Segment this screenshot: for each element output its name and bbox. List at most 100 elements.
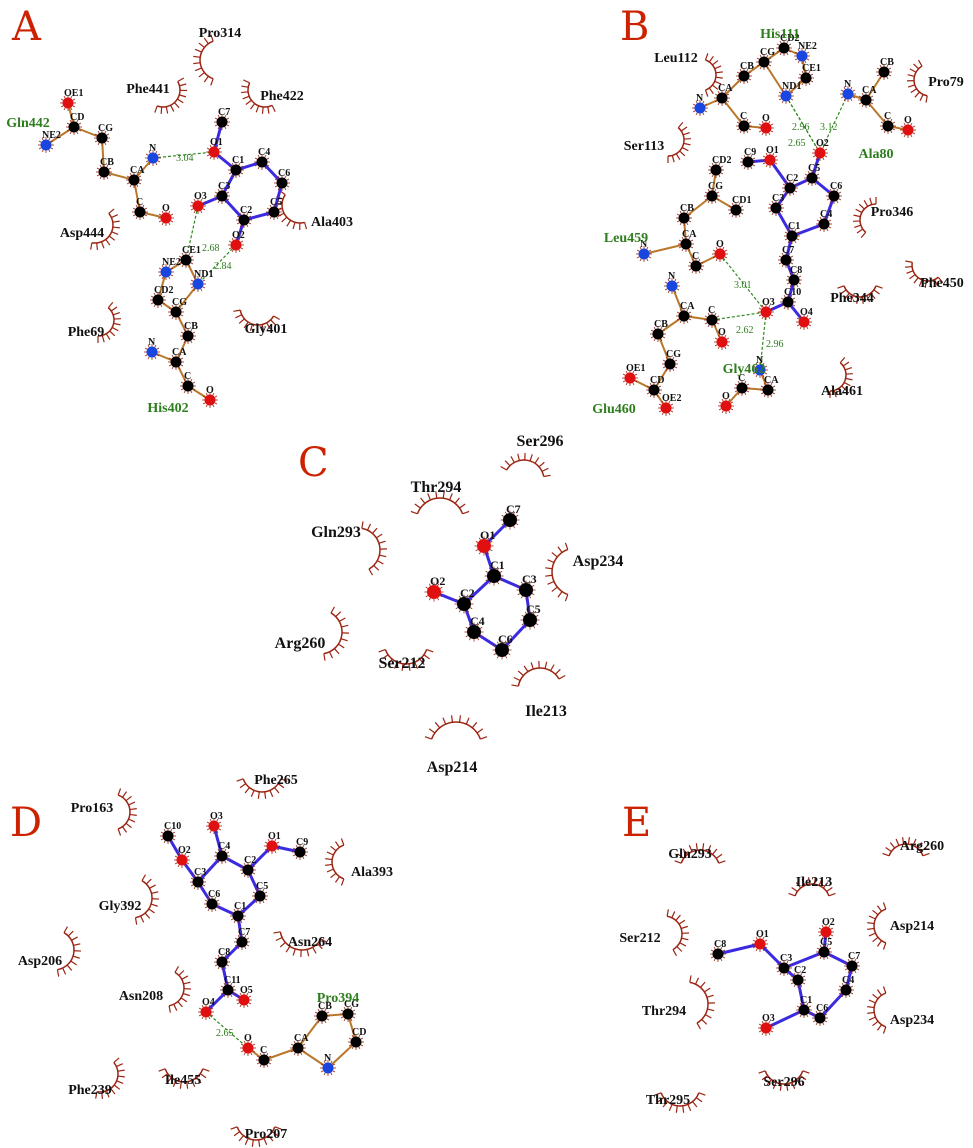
atom-halo [632,370,635,374]
contact-spoke [934,279,939,287]
atom-halo [714,188,717,192]
atom-label: O2 [822,917,835,928]
contact-spoke [861,296,864,304]
residue-bond [327,1041,357,1069]
atom-halo [812,155,816,158]
atom-halo [163,840,166,844]
atom-halo [437,583,440,587]
atom-halo [785,180,788,184]
atom-halo [168,276,171,280]
atom-halo [97,130,100,134]
atom-halo [250,874,253,878]
atom-halo [816,954,820,957]
contact-spoke [845,377,853,381]
atom-halo [244,934,247,938]
atom-halo [715,258,718,262]
atom-halo [718,408,722,411]
atom-halo [184,852,187,856]
atom-halo [622,373,626,376]
atom-halo [99,176,102,180]
atom-sphere [208,146,220,158]
atom-halo [761,120,764,124]
atom-halo [217,200,220,204]
atom-halo [670,410,674,413]
atom-halo [302,1050,306,1053]
atom-halo [60,105,64,108]
atom-halo [787,240,790,244]
atom-halo [144,207,148,210]
atom-halo [255,888,258,892]
atom-halo [200,874,203,878]
contact-spoke [145,878,152,885]
atom-halo [183,390,186,394]
atom-halo [778,98,782,101]
atom-halo [646,246,649,250]
atom-halo [653,326,656,330]
atom-halo [274,185,278,188]
atom-halo [254,157,258,160]
atom-halo [340,1016,344,1019]
atom-label: CD1 [732,195,751,206]
contact-spoke [544,661,548,669]
atom-halo [750,166,753,170]
contact-spoke [715,853,723,859]
atom-halo [778,262,782,265]
atom-c: C [880,111,896,134]
atom-halo [774,162,778,165]
atom-halo [815,1022,818,1026]
atom-halo [274,850,277,854]
atom-halo [816,226,820,229]
atom-halo [78,122,82,125]
atom-sphere [882,120,894,132]
contact-spoke [376,533,383,539]
atom-halo [662,336,666,339]
atom-halo [69,119,72,123]
contact-spoke [680,126,688,132]
atom-halo [278,214,282,217]
atom-halo [243,1052,246,1056]
atom-halo [656,382,659,386]
atom-sphere [236,936,248,948]
contact-spoke [233,309,241,312]
atom-sphere [842,88,854,100]
atom-halo [883,130,886,134]
contact-spoke [194,67,202,72]
contact-spoke [73,943,81,946]
atom-halo [808,1005,812,1008]
atom-label: ND1 [782,81,801,92]
atom-halo [752,939,756,942]
contact-spoke [551,552,558,558]
contact-spoke [564,594,569,602]
atom-halo [717,102,720,106]
atom-c: CA [676,301,695,324]
atom-halo [186,862,190,865]
atom-halo [714,312,717,316]
atom-halo [156,354,160,357]
atom-halo [302,1043,306,1046]
atom-halo [458,609,461,613]
atom-halo [193,874,196,878]
contact-spoke [902,837,905,845]
atom-o: O3 [206,811,223,834]
atom-halo [180,364,184,367]
contact-spoke [372,527,378,534]
contact-label: Ser296 [516,433,563,450]
atom-halo [202,279,206,282]
atom-halo [746,80,749,84]
atom-halo [206,154,210,157]
contact-spoke [458,715,462,723]
atom-o: O [758,113,774,136]
atom-halo [752,946,756,949]
atom-label: C5 [256,881,268,892]
atom-label: C3 [522,572,537,586]
atom-c: C6 [812,1003,828,1026]
atom-halo [475,540,479,543]
hydrophobic-contact-asp234e: Asp234 [867,986,934,1034]
contact-spoke [110,1088,116,1095]
hydrophobic-contact-ile213e: Ile213 [788,875,836,897]
contact-spoke [134,917,138,925]
contact-arc [281,194,305,224]
atom-halo [224,200,227,204]
atom-halo [821,924,824,928]
